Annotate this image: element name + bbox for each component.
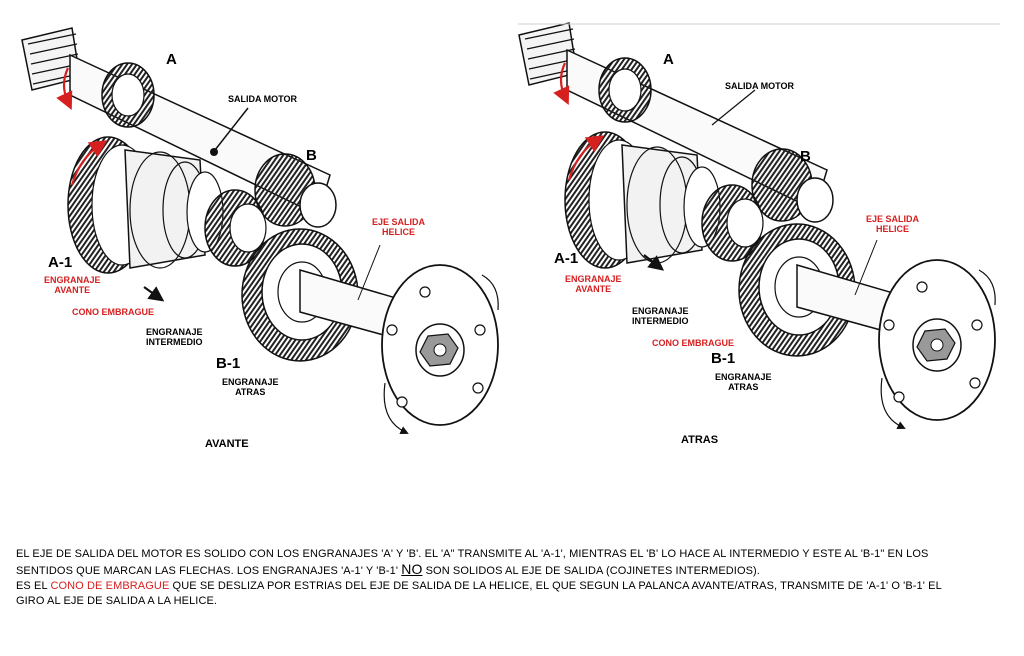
label-b: B	[306, 147, 317, 164]
description-line-1: EL EJE DE SALIDA DEL MOTOR ES SOLIDO CON…	[16, 548, 929, 560]
label-salida-motor: SALIDA MOTOR	[228, 94, 297, 104]
emphasis-no: NO	[401, 561, 423, 577]
label-a1: A-1	[554, 250, 579, 267]
label-cono-embrague: CONO EMBRAGUE	[72, 307, 155, 317]
rotation-arrow-input	[56, 67, 73, 110]
caption-avante: AVANTE	[205, 438, 249, 450]
description-line-4: GIRO AL EJE DE SALIDA A LA HELICE.	[16, 595, 218, 607]
description-text: EL EJE DE SALIDA DEL MOTOR ES SOLIDO CON…	[16, 547, 1012, 609]
label-b: B	[800, 148, 811, 165]
salida-motor-leader	[711, 89, 756, 126]
rotation-arrow-a1	[70, 140, 108, 186]
rotation-arrow-a1	[567, 135, 605, 181]
diagram-atras	[519, 23, 995, 427]
label-b1: B-1	[711, 350, 736, 367]
description-line-3: ES EL CONO DE EMBRAGUE QUE SE DESLIZA PO…	[16, 580, 942, 592]
label-a: A	[663, 51, 674, 68]
highlight-cono-de-embrague: CONO DE EMBRAGUE	[50, 580, 170, 592]
cono-pointer	[143, 286, 165, 302]
cono-pointer	[643, 254, 665, 271]
label-salida-motor: SALIDA MOTOR	[725, 81, 794, 91]
description-line-2: SENTIDOS QUE MARCAN LAS FLECHAS. LOS ENG…	[16, 561, 760, 578]
label-b1: B-1	[216, 355, 241, 372]
diagram-avante	[22, 28, 498, 432]
salida-motor-leader	[214, 107, 249, 151]
label-a: A	[166, 51, 177, 68]
caption-atras: ATRAS	[681, 434, 719, 446]
label-a1: A-1	[48, 254, 73, 271]
label-cono-embrague: CONO EMBRAGUE	[652, 338, 735, 348]
rotation-arrow-input	[553, 62, 570, 105]
